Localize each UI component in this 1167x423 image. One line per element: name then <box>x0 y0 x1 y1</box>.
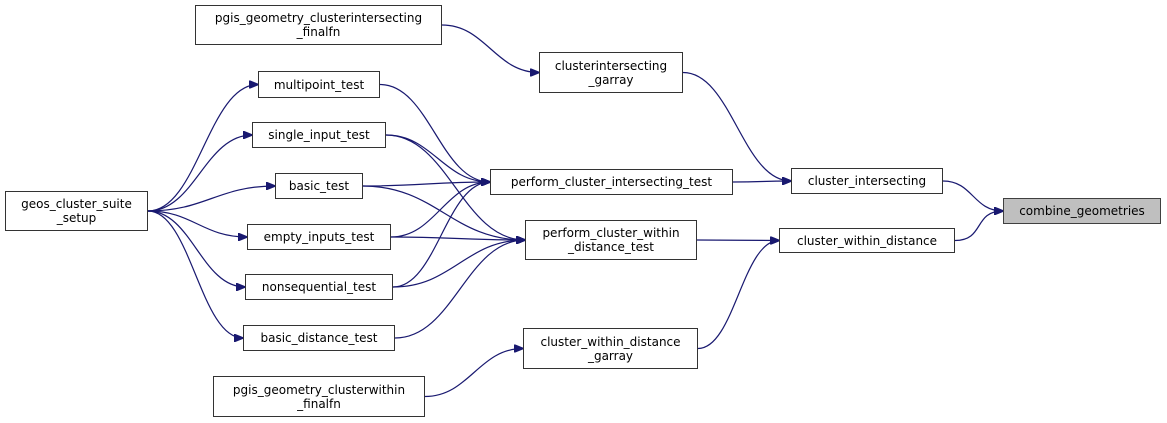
node-label-line: _distance_test <box>568 240 654 254</box>
edge-basic_test-to-pcwdt <box>362 185 525 240</box>
node-label-line: empty_inputs_test <box>263 230 375 244</box>
node-clusterintersecting-garray[interactable]: clusterintersecting_garray <box>539 52 683 93</box>
edge-suite_setup-to-empty_inputs_test <box>147 210 247 237</box>
edge-pcwdt-to-cluster_within_distance <box>696 240 779 241</box>
node-label-line: basic_test <box>288 179 350 193</box>
edge-basic_test-to-pcit <box>362 182 490 187</box>
node-label-line: cluster_within_distance <box>540 334 681 349</box>
node-label-line: single_input_test <box>268 128 370 142</box>
edge-cluster_intersecting-to-combine_geometries <box>942 180 1003 211</box>
edge-empty_inputs_test-to-pcit <box>390 182 490 238</box>
node-label-line: _finalfn <box>296 25 341 39</box>
edge-pcit-to-cluster_intersecting <box>732 181 791 182</box>
node-label-line: _finalfn <box>297 396 341 411</box>
node-label-line: geos_cluster_suite <box>21 197 132 211</box>
node-label-line: cluster_intersecting <box>807 174 927 188</box>
node-label-line: pgis_geometry_clusterwithin <box>232 382 406 397</box>
node-label-line: nonsequential_test <box>261 280 377 294</box>
edge-suite_setup-to-nonsequential_test <box>147 210 245 287</box>
node-cluster-intersecting[interactable]: cluster_intersecting <box>791 168 943 194</box>
edge-cwd_garray-to-cluster_within_distance <box>697 241 779 350</box>
edge-suite_setup-to-basic_test <box>147 186 275 212</box>
node-nonsequential-test[interactable]: nonsequential_test <box>245 274 393 300</box>
node-geos-cluster-suite-setup[interactable]: geos_cluster_suite_setup <box>5 191 148 231</box>
node-empty-inputs-test[interactable]: empty_inputs_test <box>247 224 391 250</box>
node-label-line: pgis_geometry_clusterintersecting <box>214 11 423 25</box>
edge-ci_garray-to-cluster_intersecting <box>682 71 791 182</box>
node-perform-cluster-within-distance-test[interactable]: perform_cluster_within_distance_test <box>525 220 697 260</box>
edge-suite_setup-to-single_input_test <box>147 135 252 212</box>
node-label-line: combine_geometries <box>1019 204 1145 218</box>
node-combine-geometries: combine_geometries <box>1003 198 1161 224</box>
edge-suite_setup-to-basic_distance_test <box>147 210 243 338</box>
node-basic-distance-test[interactable]: basic_distance_test <box>243 325 395 351</box>
node-label-line: _setup <box>56 211 97 225</box>
edge-nonsequential_test-to-pcwdt <box>392 240 525 288</box>
node-cluster-within-distance[interactable]: cluster_within_distance <box>779 228 955 253</box>
node-multipoint-test[interactable]: multipoint_test <box>258 71 380 98</box>
node-single-input-test[interactable]: single_input_test <box>252 122 386 148</box>
edge-empty_inputs_test-to-pcwdt <box>390 237 525 240</box>
node-basic-test[interactable]: basic_test <box>275 173 363 199</box>
node-label-line: cluster_within_distance <box>796 233 938 248</box>
edge-basic_distance_test-to-pcwdt <box>394 240 525 339</box>
node-perform-cluster-intersecting-test[interactable]: perform_cluster_intersecting_test <box>490 169 733 195</box>
edge-single_input_test-to-pcit <box>385 134 490 182</box>
node-label-line: _garray <box>588 72 634 87</box>
edge-suite_setup-to-multipoint_test <box>147 85 258 212</box>
edge-pgis_cw_finalfn-to-cwd_garray <box>424 349 523 398</box>
node-cluster-within-distance-garray[interactable]: cluster_within_distance_garray <box>523 328 698 369</box>
node-label-line: _garray <box>587 348 634 363</box>
edge-single_input_test-to-pcwdt <box>385 134 525 240</box>
node-pgis-geometry-clusterwithin-finalfn[interactable]: pgis_geometry_clusterwithin_finalfn <box>213 376 425 417</box>
node-label-line: perform_cluster_intersecting_test <box>510 175 713 189</box>
node-label-line: perform_cluster_within <box>542 226 680 240</box>
edge-multipoint_test-to-pcit <box>379 83 490 183</box>
edge-nonsequential_test-to-pcit <box>392 182 490 288</box>
node-label-line: basic_distance_test <box>260 331 378 345</box>
node-pgis-geometry-clusterintersecting-finalfn[interactable]: pgis_geometry_clusterintersecting_finalf… <box>195 5 442 45</box>
edge-pgis_ci_finalfn-to-ci_garray <box>441 24 539 73</box>
edge-cluster_within_distance-to-combine_geometries <box>954 211 1003 242</box>
node-label-line: multipoint_test <box>273 77 365 92</box>
node-label-line: clusterintersecting <box>554 58 668 73</box>
